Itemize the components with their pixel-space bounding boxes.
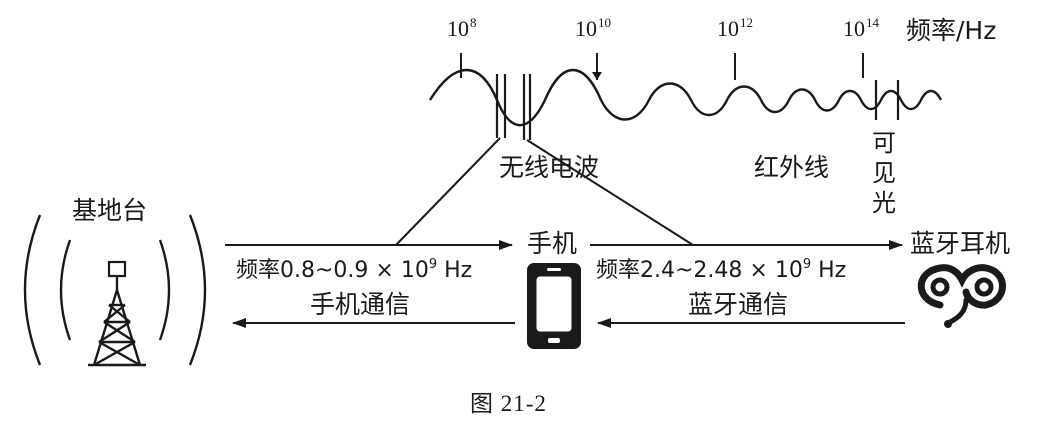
tick-label-1e14: 1014 [843,15,879,41]
visible-light-label: 可 见 光 [872,129,896,217]
tick-label-1e10: 1010 [575,15,611,41]
phone-label: 手机 [527,229,578,258]
connector-mobile-band [395,137,501,246]
smartphone-icon [527,263,581,349]
tick-label-1e12: 1012 [717,15,753,41]
frequency-axis-label: 频率/Hz [906,16,997,45]
bluetooth-earphone-icon [917,264,1006,328]
connector-bluetooth-band [526,139,694,246]
tick-label-1e8: 108 [447,15,477,41]
spectrum-wave [428,69,943,127]
tick-arrowhead-1e10 [592,72,602,80]
antenna-tower-icon [23,214,207,367]
earphone-label: 蓝牙耳机 [910,229,1011,258]
radio-wave-label: 无线电波 [499,153,600,182]
figure-caption: 图 21-2 [470,391,547,416]
bluetooth-frequency-label: 频率2.4~2.48 × 109 Hz [596,257,847,283]
infrared-label: 红外线 [754,153,830,182]
mobile-comm-label: 手机通信 [310,290,411,319]
bluetooth-comm-label: 蓝牙通信 [688,290,789,319]
base-station-label: 基地台 [72,196,148,225]
mobile-frequency-label: 频率0.8~0.9 × 109 Hz [236,257,473,283]
